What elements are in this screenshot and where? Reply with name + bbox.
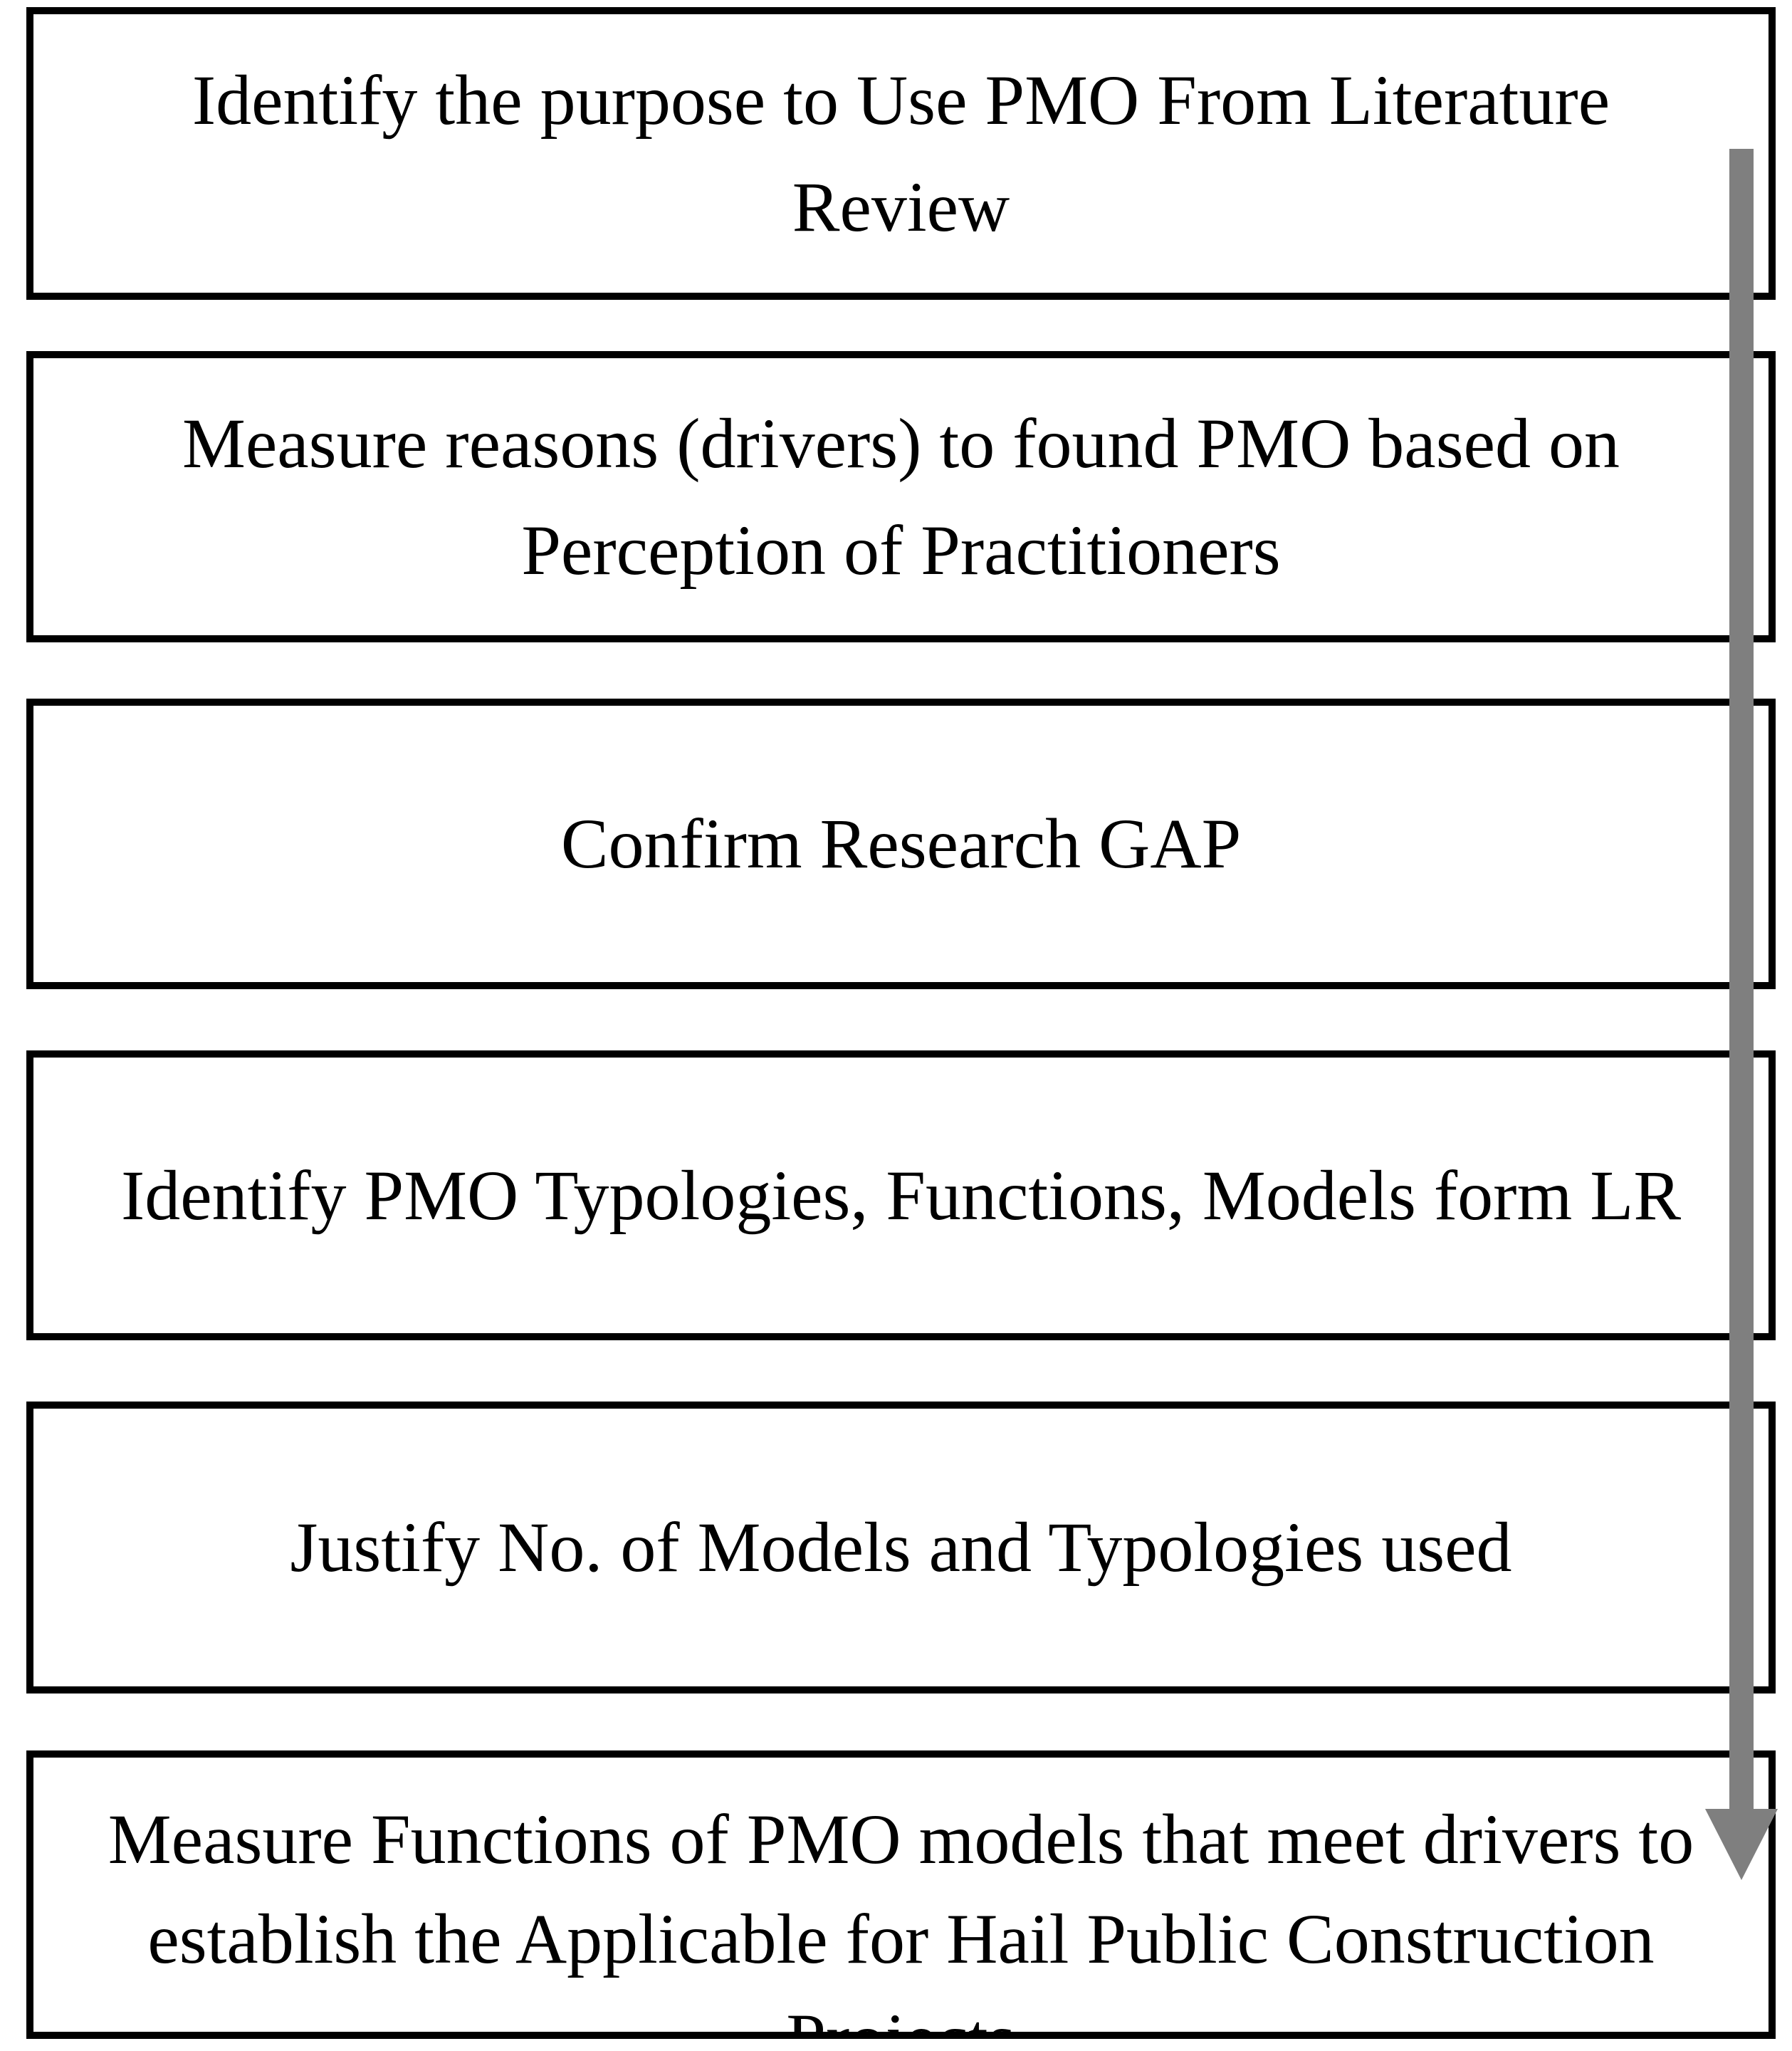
- box-text-line: Measure reasons (drivers) to found PMO b…: [182, 403, 1620, 483]
- box-text-line: Justify No. of Models and Typologies use…: [290, 1508, 1512, 1587]
- box-text-line: Projects: [786, 1999, 1016, 2039]
- flow-box-measure-drivers: Measure reasons (drivers) to found PMO b…: [26, 351, 1776, 642]
- down-arrow-head-icon: [1705, 1809, 1778, 1880]
- flow-box-measure-functions: Measure Functions of PMO models that mee…: [26, 1750, 1776, 2039]
- box-text-line: Measure Functions of PMO models that mee…: [108, 1800, 1694, 1879]
- box-text-line: establish the Applicable for Hail Public…: [147, 1899, 1655, 1978]
- box-text-line: Review: [792, 167, 1010, 246]
- box-text-line: Perception of Practitioners: [521, 510, 1281, 590]
- down-arrow-shaft: [1729, 149, 1754, 1809]
- box-text-line: Identify the purpose to Use PMO From Lit…: [192, 60, 1610, 140]
- box-text-line: Confirm Research GAP: [560, 804, 1242, 883]
- flow-box-confirm-gap: Confirm Research GAP: [26, 699, 1776, 989]
- flow-box-identify-typologies: Identify PMO Typologies, Functions, Mode…: [26, 1050, 1776, 1340]
- flow-box-identify-purpose: Identify the purpose to Use PMO From Lit…: [26, 7, 1776, 300]
- flow-box-justify-models: Justify No. of Models and Typologies use…: [26, 1402, 1776, 1693]
- box-text-line: Identify PMO Typologies, Functions, Mode…: [120, 1155, 1682, 1235]
